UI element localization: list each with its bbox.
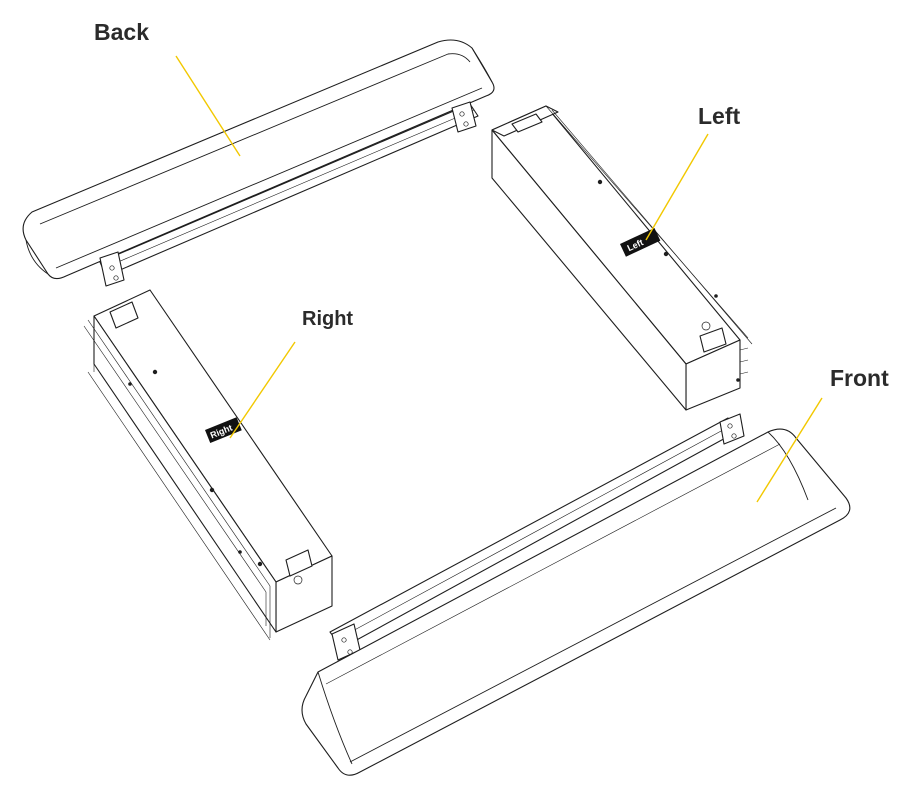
back-panel-curve-edge <box>39 53 471 225</box>
right-tag-background <box>205 417 242 443</box>
front-panel-end-cap-left <box>317 671 353 765</box>
leader-right <box>229 341 296 439</box>
back-panel-end-cap-left <box>25 239 49 275</box>
front-panel-bracket-right <box>719 413 745 445</box>
front-panel-top-face <box>301 428 851 776</box>
callout-left: Left <box>698 103 741 129</box>
left-box-end-opening <box>699 327 727 353</box>
front-panel-lower-edge <box>349 507 837 763</box>
right-box-top-opening <box>109 301 139 329</box>
callout-right: Right <box>302 308 353 330</box>
right-box: Right <box>83 289 333 641</box>
front-panel <box>301 413 851 776</box>
right-tag: Right <box>205 417 242 443</box>
back-panel-end-cap-right <box>471 47 493 83</box>
back-panel-bracket-right <box>451 101 477 133</box>
right-box-end-opening <box>285 549 313 577</box>
leader-left <box>645 133 709 241</box>
leader-back <box>175 55 241 157</box>
left-box: Left <box>491 105 753 411</box>
back-panel <box>22 39 495 287</box>
left-box-side-face <box>491 129 687 411</box>
left-box-top-opening <box>511 113 543 133</box>
callout-back: Back <box>94 19 149 45</box>
left-tag: Left <box>620 227 661 257</box>
back-panel-lower-edge <box>55 87 483 269</box>
front-panel-end-cap-right <box>767 431 809 501</box>
left-tag-background <box>620 227 661 257</box>
back-panel-top-face <box>22 39 495 280</box>
callout-front: Front <box>830 365 889 391</box>
leader-front <box>756 397 823 503</box>
